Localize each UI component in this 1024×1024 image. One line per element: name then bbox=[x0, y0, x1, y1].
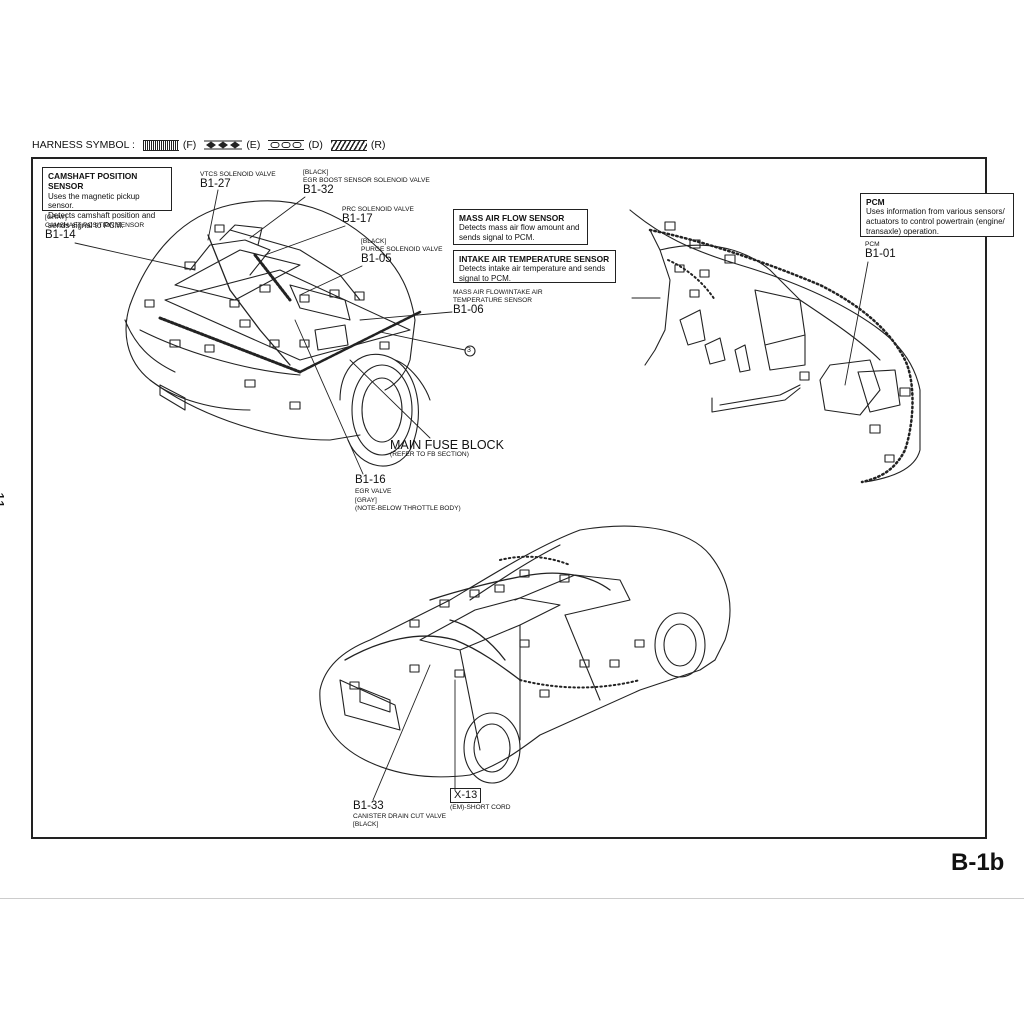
harness-r-label: (R) bbox=[370, 139, 386, 151]
b1-06-desc-2: TEMPERATURE SENSOR bbox=[453, 297, 533, 304]
b1-06-desc-1: MASS AIR FLOW/INTAKE AIR bbox=[453, 289, 543, 296]
camshaft-box-title: CAMSHAFT POSITION SENSOR bbox=[48, 171, 138, 192]
b1-05-code: B1-05 bbox=[361, 253, 392, 265]
b1-16-note: (NOTE-BELOW THROTTLE BODY) bbox=[355, 505, 461, 512]
b1-17-desc: PRC SOLENOID VALVE bbox=[342, 206, 414, 213]
x-13-code: X-13 bbox=[450, 788, 482, 803]
leader-lines bbox=[74, 189, 869, 801]
b1-16-color: [GRAY] bbox=[355, 497, 377, 504]
b1-32-desc: EGR BOOST SENSOR SOLENOID VALVE bbox=[303, 177, 430, 184]
camshaft-sensor-info-box: CAMSHAFT POSITION SENSOR Uses the magnet… bbox=[42, 167, 172, 230]
maf-box-title: MASS AIR FLOW SENSOR bbox=[459, 213, 565, 223]
b1-33-desc: CANISTER DRAIN CUT VALVE bbox=[353, 813, 447, 820]
b1-16-code: B1-16 bbox=[355, 474, 386, 486]
harness-f-symbol-icon bbox=[142, 139, 179, 151]
b1-27-desc: VTCS SOLENOID VALVE bbox=[200, 171, 276, 178]
b1-32-code: B1-32 bbox=[303, 184, 334, 196]
camshaft-box-line-3: sends signal to PCM. bbox=[48, 220, 124, 230]
b1-05-color: [BLACK] bbox=[361, 238, 387, 245]
camshaft-box-line-2: Detects camshaft position and bbox=[48, 211, 156, 220]
iat-box-title: INTAKE AIR TEMPERATURE SENSOR bbox=[459, 254, 610, 264]
engine-bay-illustration bbox=[124, 200, 431, 467]
b1-33-code: B1-33 bbox=[353, 800, 384, 812]
b1-16-desc: EGR VALVE bbox=[355, 488, 392, 495]
b1-32-color: [BLACK] bbox=[303, 169, 329, 176]
b1-05-desc: PURGE SOLENOID VALVE bbox=[361, 246, 443, 253]
b1-01-desc: PCM bbox=[865, 241, 880, 248]
harness-e-symbol-icon bbox=[204, 140, 243, 150]
pcm-box-line-2: actuators to control powertrain (engine/ bbox=[866, 217, 1005, 226]
b1-14-desc: CAMSHAFT POSITION SENSOR bbox=[45, 222, 145, 229]
maf-box-line-1: Detects mass air flow amount and bbox=[459, 223, 580, 233]
harness-e-label: (E) bbox=[246, 139, 261, 151]
x-13-desc: (EM)-SHORT CORD bbox=[450, 804, 511, 811]
iat-box-line-1: Detects intake air temperature and sends bbox=[459, 264, 606, 274]
callout-number-3: 3 bbox=[467, 347, 471, 354]
harness-d-symbol-icon bbox=[268, 140, 305, 150]
maf-sensor-info-box: MASS AIR FLOW SENSOR Detects mass air fl… bbox=[453, 209, 588, 245]
page-code: B-1b bbox=[951, 849, 1005, 876]
harness-label: HARNESS SYMBOL : bbox=[32, 139, 135, 151]
harness-d-label: (D) bbox=[308, 139, 323, 151]
callout-circle-3 bbox=[464, 345, 476, 357]
b1-33-color: [BLACK] bbox=[353, 821, 379, 828]
pcm-info-box: PCM Uses information from various sensor… bbox=[860, 193, 1014, 237]
harness-r-symbol-icon bbox=[330, 139, 367, 151]
iat-sensor-info-box: INTAKE AIR TEMPERATURE SENSOR Detects in… bbox=[453, 250, 616, 283]
b1-27-code: B1-27 bbox=[200, 178, 231, 190]
b1-06-code: B1-06 bbox=[453, 304, 484, 316]
diagram-frame bbox=[31, 157, 987, 839]
sedan-body-illustration bbox=[319, 525, 731, 784]
main-fuse-block-title: MAIN FUSE BLOCK bbox=[390, 438, 504, 452]
dashboard-pcm-illustration bbox=[629, 209, 921, 484]
bottom-divider bbox=[0, 898, 1024, 899]
b1-14-code: B1-14 bbox=[45, 229, 76, 241]
pcm-box-line-3: transaxle) operation. bbox=[866, 226, 939, 236]
b1-17-code: B1-17 bbox=[342, 213, 373, 225]
pcm-box-line-1: Uses information from various sensors/ bbox=[866, 207, 1005, 217]
b1-01-code: B1-01 bbox=[865, 248, 896, 260]
harness-symbol-legend: HARNESS SYMBOL : (F) (E) (D) (R) bbox=[32, 139, 385, 151]
camshaft-box-line-1: Uses the magnetic pickup sensor. bbox=[48, 191, 140, 211]
b1-14-color: [GRAY] bbox=[45, 214, 67, 221]
main-fuse-block-ref: (REFER TO FB SECTION) bbox=[390, 451, 469, 458]
harness-f-label: (F) bbox=[182, 139, 197, 151]
pcm-box-title: PCM bbox=[866, 197, 885, 207]
maf-box-line-2: sends signal to PCM. bbox=[459, 233, 535, 242]
iat-box-line-2: signal to PCM. bbox=[459, 274, 512, 283]
